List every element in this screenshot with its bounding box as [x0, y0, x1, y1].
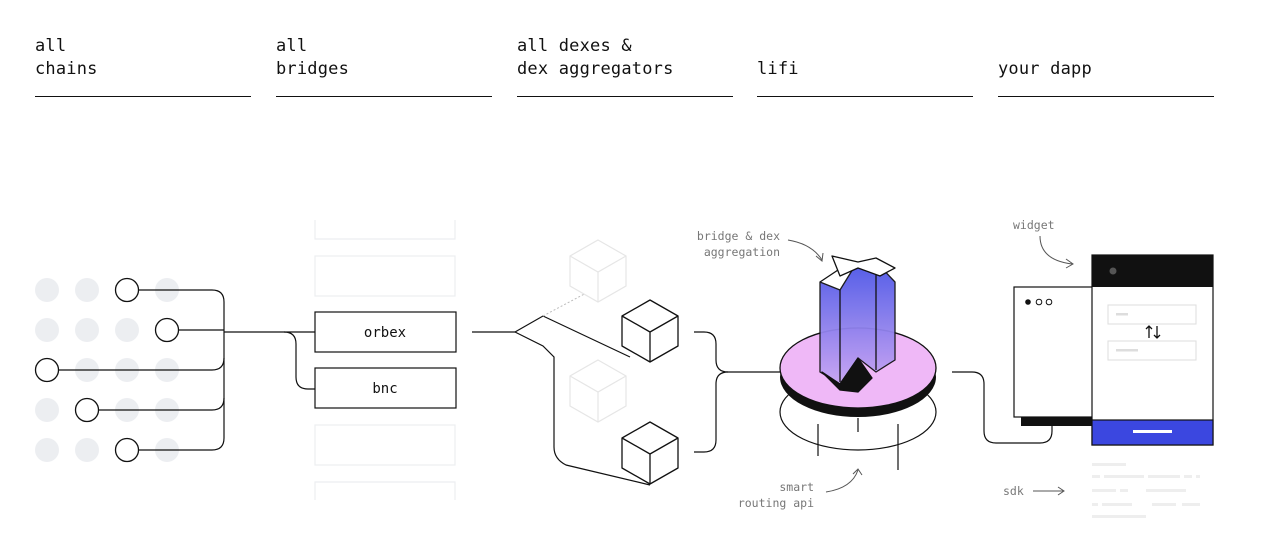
widget-input-from[interactable]: [1107, 304, 1197, 325]
header-line1: all: [276, 36, 308, 56]
header-line1: all dexes &: [517, 36, 632, 56]
bridge-label-orbex: orbex: [364, 325, 406, 341]
widget-note: widget: [1013, 218, 1055, 232]
widget-input-to[interactable]: [1107, 340, 1197, 361]
routing-note-line1: smart: [779, 480, 814, 494]
aggregation-note-line1: bridge & dex: [697, 229, 780, 243]
chain-node: [34, 357, 60, 383]
chains-grid: [34, 277, 315, 463]
header-all-dexes: all dexes & dex aggregators: [517, 34, 733, 97]
sdk-code-lines: [1092, 463, 1200, 518]
bridge-label-bnc: bnc: [372, 381, 397, 397]
chain-node: [74, 397, 100, 423]
dex-cube-faded: [569, 359, 627, 423]
header-all-chains: all chains: [35, 34, 251, 97]
dexes-column: [472, 239, 782, 486]
dapp-column: widget sdk: [1003, 218, 1214, 518]
header-line2: chains: [35, 59, 98, 79]
header-all-bridges: all bridges: [276, 34, 492, 97]
app-window: [1013, 286, 1095, 418]
chain-node: [114, 277, 140, 303]
header-your-dapp: your dapp: [998, 34, 1214, 97]
header-lifi: lifi: [757, 34, 973, 97]
chain-node: [154, 317, 180, 343]
bridge-box-orbex: [314, 311, 457, 353]
widget-panel: [1091, 254, 1214, 446]
header-line1: all: [35, 36, 67, 56]
header-line2: lifi: [757, 59, 799, 79]
dex-cube: [621, 421, 679, 485]
header-line2: your dapp: [998, 59, 1092, 79]
header-line2: dex aggregators: [517, 59, 674, 79]
lifi-engine: bridge & dex aggregation smart routing a…: [697, 229, 1053, 510]
aggregation-note-line2: aggregation: [704, 245, 780, 259]
header-line2: bridges: [276, 59, 350, 79]
bridge-box-bnc: [314, 367, 457, 409]
aggregation-prism: [819, 255, 896, 393]
sdk-note: sdk: [1003, 484, 1024, 498]
chain-node: [114, 437, 140, 463]
swap-arrows-icon[interactable]: [1145, 325, 1161, 339]
bridges-column: orbex bnc: [314, 220, 457, 500]
dex-cube: [621, 299, 679, 363]
dex-cube-faded: [569, 239, 627, 303]
routing-note-line2: routing api: [738, 496, 814, 510]
